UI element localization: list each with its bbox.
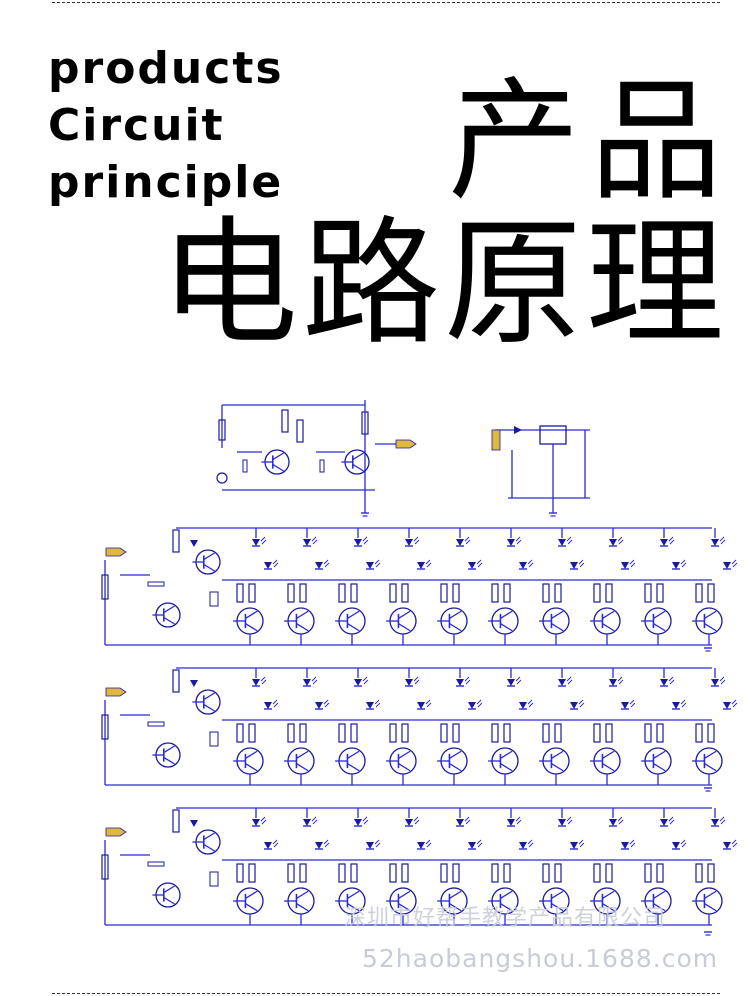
english-title-line-3: principle [48, 157, 284, 208]
chinese-title-line-2: 电路原理 [160, 203, 729, 364]
english-title-line-2: Circuit [48, 100, 225, 151]
chinese-title-line-1: 产品 [448, 65, 732, 219]
english-title: products Circuit principle [48, 40, 284, 211]
watermark-url: 52haobangshou.1688.com [362, 944, 719, 973]
watermark-company: 深圳市好帮手教学产品有限公司 [344, 906, 667, 931]
bottom-dashed-divider [52, 993, 720, 994]
english-title-line-1: products [48, 43, 284, 94]
top-dashed-divider [52, 2, 720, 3]
circuit-schematic-image [101, 400, 738, 936]
